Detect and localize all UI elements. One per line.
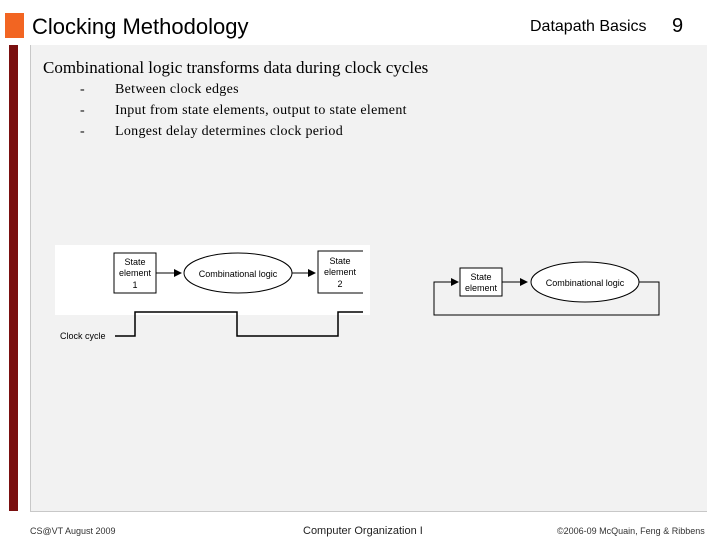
combinational-logic-label: Combinational logic xyxy=(199,269,278,279)
feedback-logic-label: Combinational logic xyxy=(546,278,625,288)
state-element-2-label-c: 2 xyxy=(337,279,342,289)
state-element-2-box xyxy=(317,250,363,294)
bullet-text-1: Between clock edges xyxy=(115,82,239,97)
feedback-loop-path xyxy=(433,278,660,316)
state-element-2-label-a: State xyxy=(329,256,350,266)
feedback-state-label-a: State xyxy=(470,272,491,282)
clock-waveform xyxy=(115,311,363,337)
content-heading: Combinational logic transforms data duri… xyxy=(43,58,429,77)
feedback-state-label-b: element xyxy=(465,283,498,293)
state-element-1-label-b: element xyxy=(119,268,152,278)
bullet-marker-1: - xyxy=(80,82,85,97)
title-accent-square xyxy=(5,13,24,38)
bullet-marker-2: - xyxy=(80,103,85,118)
clocking-diagram: State element 1 Combinational logic Stat… xyxy=(55,245,370,341)
bullet-text-2: Input from state elements, output to sta… xyxy=(115,103,407,118)
page-title: Clocking Methodology xyxy=(32,14,249,39)
bullet-text-3: Longest delay determines clock period xyxy=(115,124,344,139)
state-element-2-label-b: element xyxy=(324,267,357,277)
footer-left: CS@VT August 2009 xyxy=(30,526,116,536)
slide-number: 9 xyxy=(672,15,684,37)
state-element-1-label-c: 1 xyxy=(132,280,137,290)
footer-right: ©2006-09 McQuain, Feng & Ribbens xyxy=(557,526,705,536)
feedback-state-element-box xyxy=(459,267,503,297)
feedback-diagram: State element Combinational logic xyxy=(433,261,660,316)
bullet-marker-3: - xyxy=(80,124,85,139)
state-element-1-label-a: State xyxy=(124,257,145,267)
footer-center: Computer Organization I xyxy=(303,525,423,537)
clock-cycle-label: Clock cycle xyxy=(60,331,106,341)
section-name: Datapath Basics xyxy=(530,18,647,35)
left-accent-bar xyxy=(9,45,18,511)
